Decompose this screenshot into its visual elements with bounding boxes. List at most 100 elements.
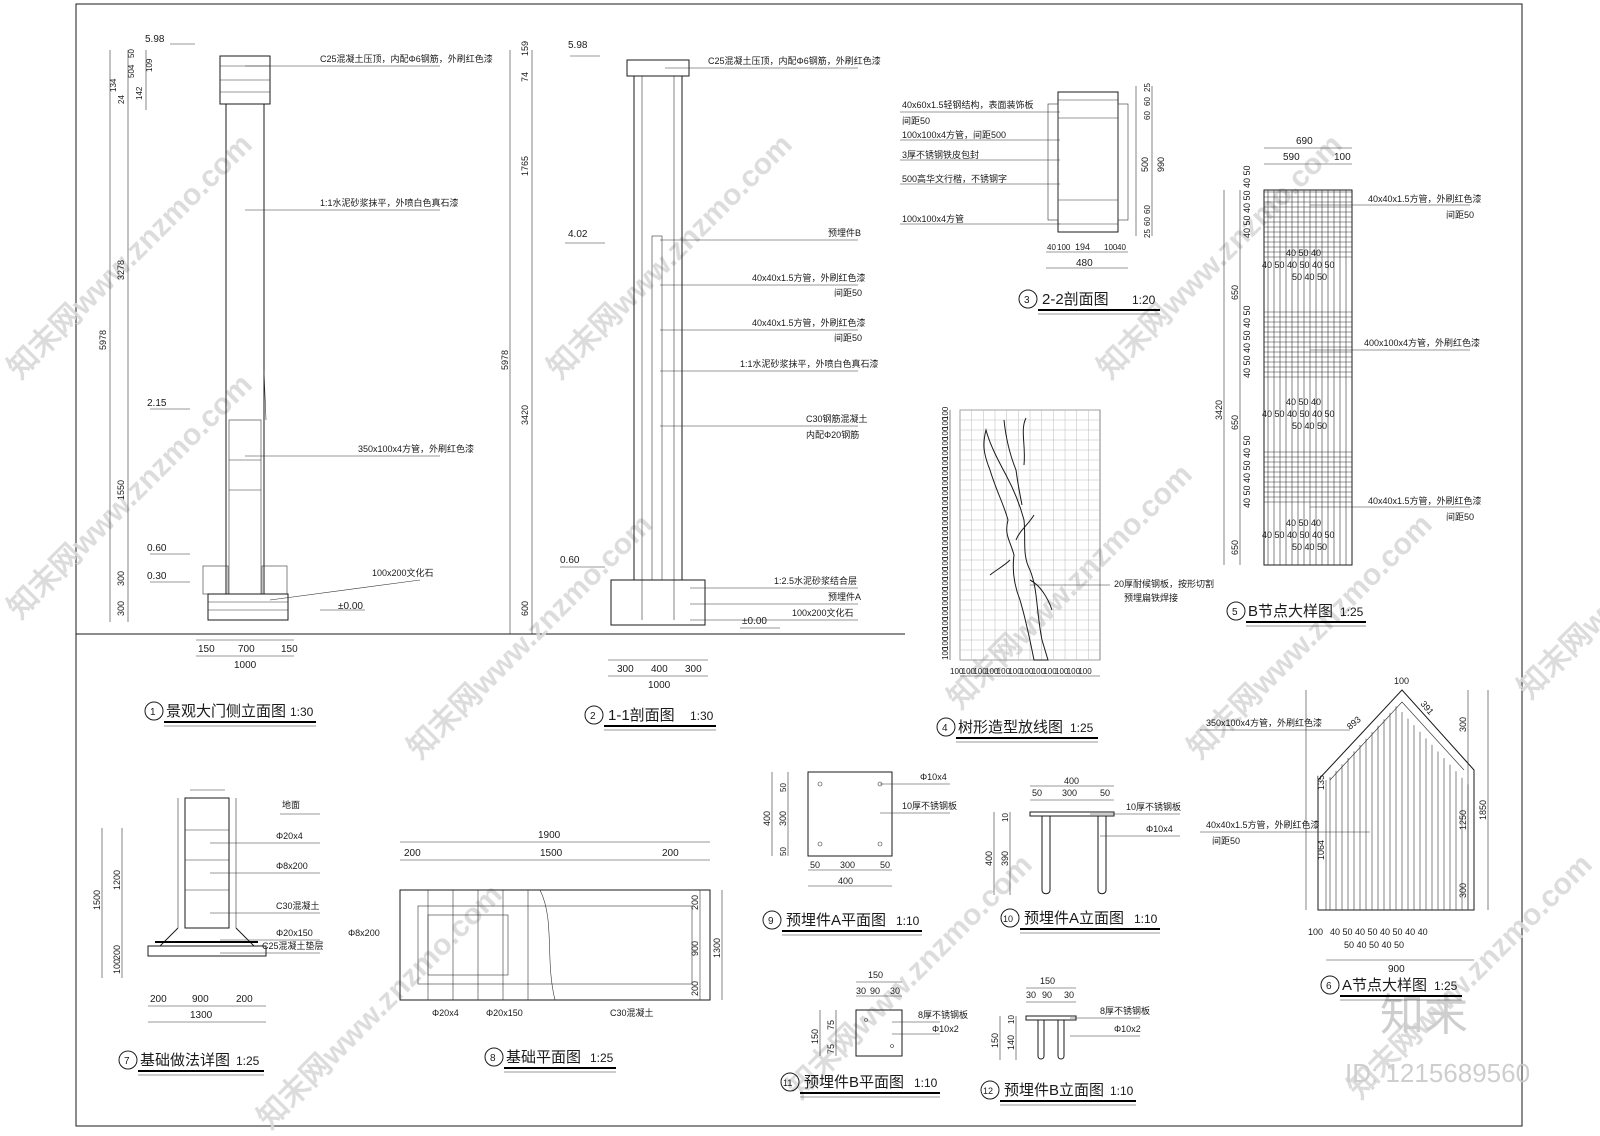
drawing-label: 20厚耐候钢板，按形切割	[1114, 578, 1214, 589]
drawing-stroke	[584, 705, 604, 725]
drawing-stroke	[780, 1072, 800, 1092]
drawing-label: 内配Φ20钢筋	[806, 429, 859, 440]
tick-label: 100	[1032, 667, 1046, 676]
drawing-label: 200	[404, 848, 421, 859]
drawing-label: 11	[783, 1078, 792, 1088]
drawing-stroke	[1000, 908, 1020, 928]
fig10-embed-a-elevation: 400 50 300 50 400 10 390 10厚不锈钢板 Φ10x4	[984, 776, 1181, 895]
drawing-label: 间距50	[834, 332, 862, 343]
drawing-label: 预埋件B立面图	[1004, 1082, 1104, 1099]
tick-label: 100	[973, 667, 987, 676]
drawing-label: 预埋件A立面图	[1024, 910, 1124, 927]
drawing-label: 1:1水泥砂浆抹平，外喷白色真石漆	[320, 197, 459, 208]
drawing-label: Φ20x4	[432, 1008, 459, 1018]
drawing-label: Φ10x4	[1146, 824, 1173, 834]
drawing-label: 40x60x1.5轻钢结构，表面装饰板	[902, 99, 1034, 110]
drawing-label: 40 50 40	[1286, 518, 1321, 528]
drawing-stroke	[158, 927, 256, 947]
drawing-label: Φ20x150	[276, 928, 313, 938]
drawing-label: 2.15	[147, 398, 167, 409]
drawing-label: 150	[198, 644, 215, 655]
drawing-label: 50	[810, 860, 820, 870]
drawing-label: Φ10x2	[1114, 1024, 1141, 1034]
drawing-label: 500	[1140, 157, 1150, 172]
drawing-label: 树形造型放线图	[958, 719, 1063, 736]
drawing-label: 8厚不锈钢板	[1100, 1005, 1150, 1016]
drawing-label: 2-2剖面图	[1042, 291, 1109, 308]
drawing-label: 1500	[540, 848, 563, 859]
drawing-label: 50 40 50	[1292, 542, 1327, 552]
drawing-label: 1:25	[590, 1051, 614, 1065]
drawing-label: 1	[150, 707, 156, 718]
drawing-stroke	[261, 565, 288, 595]
tick-label: 100	[941, 426, 950, 440]
drawing-label: 50 40 50	[1292, 272, 1327, 282]
tick-label: 100	[1055, 667, 1069, 676]
tick-label: 100	[1008, 667, 1022, 676]
drawing-label: 150	[281, 644, 298, 655]
drawing-label: Φ20x150	[486, 1008, 523, 1018]
tree-grid	[959, 409, 1100, 661]
drawing-label: 300	[685, 664, 702, 675]
drawing-label: 40 50 40 50 40 50	[1262, 260, 1335, 270]
drawing-label: 40 50 40	[1286, 397, 1321, 407]
drawing-label: 100	[1057, 243, 1071, 252]
drawing-label: 60	[1143, 217, 1152, 226]
tick-label: 100	[941, 576, 950, 590]
drawing-label: 391	[1418, 699, 1435, 717]
drawing-stroke	[1057, 91, 1119, 233]
drawing-label: 75	[826, 1020, 836, 1030]
drawing-label: 3	[1024, 295, 1030, 306]
drawing-label: 3厚不锈钢铁皮包封	[902, 149, 979, 160]
drawing-label: 1:30	[290, 705, 314, 719]
drawing-label: 1:20	[1132, 293, 1156, 307]
drawing-label: 1:10	[896, 914, 920, 928]
drawing-label: 400x100x4方管，外刷红色漆	[1364, 337, 1480, 348]
drawing-stroke	[1022, 417, 1027, 466]
drawing-label: 9	[768, 916, 774, 927]
watermark-text: 知末网www.znzmo.com	[2, 128, 259, 385]
drawing-label: 159	[520, 41, 530, 56]
drawing-stroke	[1041, 816, 1051, 895]
drawing-label: C25混凝土压顶，内配Φ6钢筋，外刷红色漆	[708, 55, 881, 66]
drawing-label: 200	[112, 945, 122, 960]
tick-label: 100	[941, 416, 950, 430]
drawing-label: 100	[1104, 243, 1118, 252]
drawing-label: 100x200文化石	[372, 567, 434, 578]
drawing-label: 900	[690, 941, 700, 956]
drawing-label: 6	[1326, 981, 1332, 992]
drawing-label: 500高华文行楷，不锈钢字	[902, 173, 1007, 184]
drawing-stroke	[633, 75, 683, 581]
tree-ticks-v: 1001001001001001001001001001001001001001…	[941, 406, 950, 660]
sheet-frame	[75, 3, 1523, 1127]
drawing-label: 3278	[116, 260, 126, 280]
drawing-label: 间距50	[1446, 209, 1474, 220]
drawing-stroke	[877, 841, 883, 847]
tick-label: 100	[941, 636, 950, 650]
fig8-foundation-plan: 1900 200 1500 200 200 900 200 1300 Φ8x20…	[348, 830, 723, 1018]
drawing-label: 1:2.5水泥砂浆结合层	[774, 575, 857, 586]
drawing-label: 1:25	[1070, 721, 1094, 735]
fig-title-3: 3 2-2剖面图 1:20	[1018, 289, 1160, 315]
tick-label: 100	[941, 406, 950, 420]
drawing-label: 1850	[1478, 800, 1488, 820]
drawing-label: 300	[1458, 883, 1468, 898]
drawing-label: 109	[145, 58, 154, 72]
drawing-label: 1064	[1316, 840, 1326, 860]
drawing-label: 1:10	[1110, 1084, 1134, 1098]
drawing-label: 60	[1143, 205, 1152, 214]
drawing-label: 25	[1143, 229, 1152, 238]
drawing-label: 90	[1042, 990, 1052, 1000]
drawing-label: 基础做法详图	[140, 1052, 230, 1069]
drawing-stroke	[817, 781, 823, 787]
drawing-label: 40x40x1.5方管，外刷红色漆	[1368, 495, 1482, 506]
